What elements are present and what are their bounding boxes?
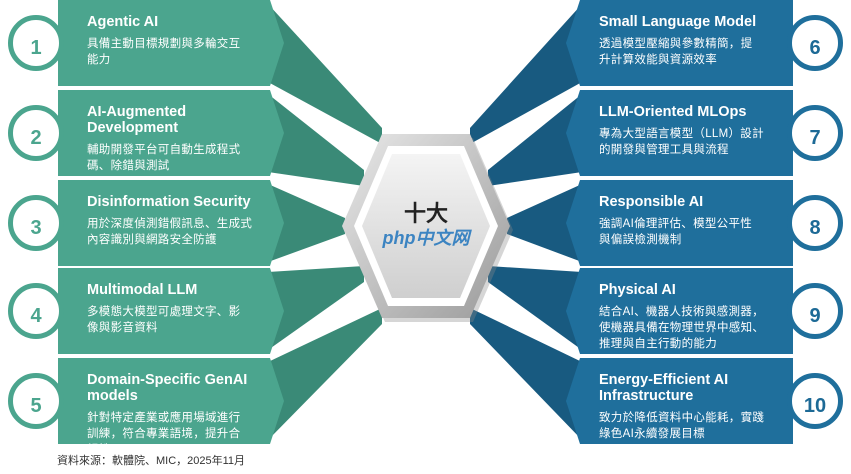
item-description-line: 透過模型壓縮與參數精簡，提 bbox=[599, 38, 753, 50]
item-title-line: Disinformation Security bbox=[87, 194, 251, 210]
item-title: Responsible AI bbox=[599, 194, 784, 210]
item-description-line: 專為大型語言模型（LLM）設計 bbox=[599, 128, 764, 140]
item-number-badge: 5 bbox=[8, 373, 64, 429]
item-title-line: LLM-Oriented MLOps bbox=[599, 104, 747, 120]
item-number-badge: 4 bbox=[8, 283, 64, 339]
banner-left-2 bbox=[58, 90, 284, 176]
item-description: 針對特定產業或應用場域進行訓練，符合專業語境，提升合規性 bbox=[87, 410, 272, 458]
item-number-badge: 10 bbox=[787, 373, 843, 429]
item-description-line: 內容識別與網路安全防護 bbox=[87, 234, 217, 246]
item-description-line: 結合AI、機器人技術與感測器， bbox=[599, 306, 764, 318]
item-description: 致力於降低資料中心能耗，實踐綠色AI永續發展目標 bbox=[599, 410, 784, 442]
item-description-line: 的開發與管理工具與流程 bbox=[599, 144, 729, 156]
banner-left-3 bbox=[58, 180, 284, 266]
item-title-line: AI-Augmented bbox=[87, 104, 187, 120]
item-description: 輔助開發平台可自動生成程式碼、除錯與測試 bbox=[87, 142, 272, 174]
item-title: Physical AI bbox=[599, 282, 784, 298]
connector-right-6 bbox=[470, 4, 582, 144]
right-connectors bbox=[470, 4, 582, 440]
connector-right-9 bbox=[488, 266, 582, 350]
item-description-line: 用於深度偵測錯假訊息、生成式 bbox=[87, 218, 253, 230]
item-title-line: Multimodal LLM bbox=[87, 282, 198, 298]
item-description-line: 多模態大模型可處理文字、影 bbox=[87, 306, 241, 318]
connector-left-5 bbox=[268, 308, 382, 440]
item-description: 多模態大模型可處理文字、影像與影音資料 bbox=[87, 304, 272, 336]
item-description: 專為大型語言模型（LLM）設計的開發與管理工具與流程 bbox=[599, 126, 784, 158]
item-title-line: Agentic AI bbox=[87, 14, 159, 30]
item-description-line: 針對特定產業或應用場域進行 bbox=[87, 412, 241, 424]
banner-right-10 bbox=[566, 358, 793, 444]
item-description: 強調AI倫理評估、模型公平性與偏誤檢測機制 bbox=[599, 216, 784, 248]
item-title: LLM-Oriented MLOps bbox=[599, 104, 784, 120]
connector-left-3 bbox=[268, 184, 345, 262]
connector-right-8 bbox=[507, 184, 582, 262]
item-description: 結合AI、機器人技術與感測器， 使機器具備在物理世界中感知、推理與自主行動的能力 bbox=[599, 304, 784, 352]
connector-right-10 bbox=[470, 308, 582, 440]
item-title-line: Small Language Model bbox=[599, 14, 757, 30]
left-connectors bbox=[268, 4, 382, 440]
banner-right-8 bbox=[566, 180, 793, 266]
connector-left-1 bbox=[268, 4, 382, 144]
item-title: Disinformation Security bbox=[87, 194, 277, 210]
item-description-line: 綠色AI永續發展目標 bbox=[599, 428, 705, 440]
connector-left-2 bbox=[268, 94, 364, 186]
item-description-line: 強調AI倫理評估、模型公平性 bbox=[599, 218, 753, 230]
banner-right-9 bbox=[566, 268, 793, 354]
banner-right-7 bbox=[566, 90, 793, 176]
item-description-line: 推理與自主行動的能力 bbox=[599, 338, 717, 350]
item-description-line: 與偏誤檢測機制 bbox=[599, 234, 682, 246]
item-title: Multimodal LLM bbox=[87, 282, 277, 298]
item-description-line: 訓練，符合專業語境，提升合 bbox=[87, 428, 241, 440]
item-number-badge: 9 bbox=[787, 283, 843, 339]
watermark: php中文网 bbox=[382, 228, 470, 248]
item-description-line: 輔助開發平台可自動生成程式 bbox=[87, 144, 241, 156]
banner-left-5 bbox=[58, 358, 284, 444]
item-number-badge: 7 bbox=[787, 105, 843, 161]
banner-right-6 bbox=[566, 0, 793, 86]
item-title: Agentic AI bbox=[87, 14, 277, 30]
item-description: 用於深度偵測錯假訊息、生成式內容識別與網路安全防護 bbox=[87, 216, 272, 248]
item-description-line: 碼、除錯與測試 bbox=[87, 160, 170, 172]
item-title-line: Development bbox=[87, 120, 179, 136]
item-description-line: 升計算效能與資源效率 bbox=[599, 54, 717, 66]
item-number-badge: 8 bbox=[787, 195, 843, 251]
connector-left-4 bbox=[268, 266, 364, 350]
item-number-badge: 1 bbox=[8, 15, 64, 71]
source-note: 資料來源：軟體院、MIC，2025年11月 bbox=[57, 455, 246, 467]
item-title-line: Physical AI bbox=[599, 282, 676, 298]
item-description-line: 規性 bbox=[87, 444, 111, 456]
item-description-line: 具備主動目標規劃與多輪交互 bbox=[87, 38, 241, 50]
item-banners bbox=[58, 0, 793, 444]
center-title: 十大 bbox=[403, 202, 448, 227]
item-title-line: Domain-Specific GenAI bbox=[87, 372, 248, 388]
item-title-line: Infrastructure bbox=[599, 388, 694, 404]
item-number-badge: 2 bbox=[8, 105, 64, 161]
center-hexagon bbox=[362, 154, 490, 298]
item-number-badge: 6 bbox=[787, 15, 843, 71]
item-description: 透過模型壓縮與參數精簡，提升計算效能與資源效率 bbox=[599, 36, 784, 68]
item-title-line: models bbox=[87, 388, 138, 404]
banner-left-1 bbox=[58, 0, 284, 86]
item-description-line: 使機器具備在物理世界中感知、 bbox=[599, 322, 765, 334]
item-title: Small Language Model bbox=[599, 14, 784, 30]
item-title-line: Responsible AI bbox=[599, 194, 704, 210]
item-description-line: 像與影音資料 bbox=[87, 322, 158, 334]
item-title-line: Energy-Efficient AI bbox=[599, 372, 729, 388]
item-description-line: 致力於降低資料中心能耗，實踐 bbox=[599, 412, 765, 424]
item-description: 具備主動目標規劃與多輪交互能力 bbox=[87, 36, 272, 68]
banner-left-4 bbox=[58, 268, 284, 354]
item-description-line: 能力 bbox=[87, 54, 111, 66]
item-number-badge: 3 bbox=[8, 195, 64, 251]
connector-right-7 bbox=[488, 94, 582, 186]
